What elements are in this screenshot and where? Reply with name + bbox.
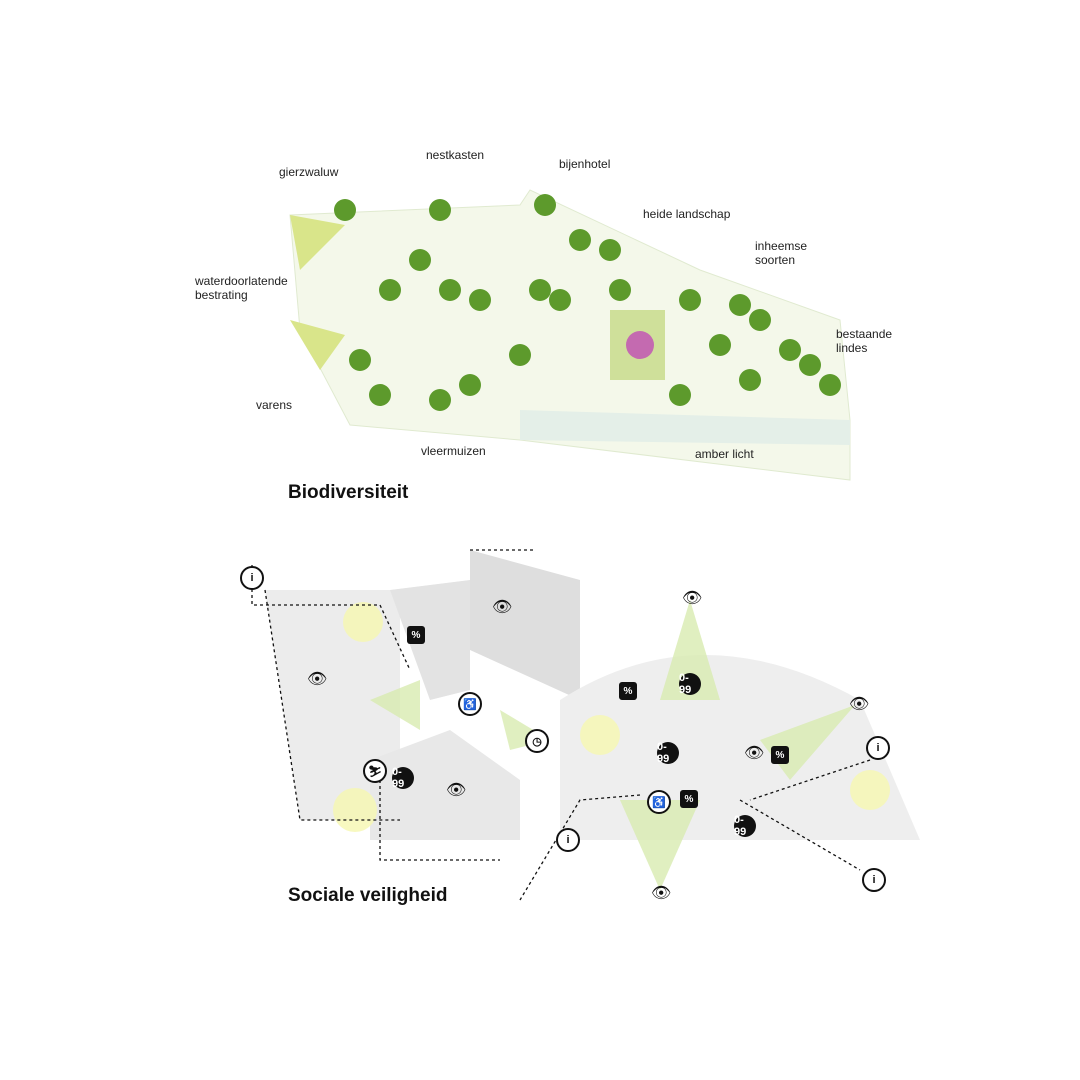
- percent-icon: %: [619, 682, 637, 700]
- tree: [379, 279, 401, 301]
- tree: [569, 229, 591, 251]
- label-waterdoorlatende-bestrating: waterdoorlatende bestrating: [195, 274, 288, 302]
- info-icon: i: [866, 736, 890, 760]
- label-gierzwaluw: gierzwaluw: [279, 165, 339, 179]
- tree: [439, 279, 461, 301]
- trees: [334, 194, 841, 411]
- info-icon: i: [862, 868, 886, 892]
- tree: [529, 279, 551, 301]
- tree: [729, 294, 751, 316]
- escalator-icon: ⛷: [363, 759, 387, 783]
- tree: [409, 249, 431, 271]
- age-0-99-icon: 0-99: [679, 672, 701, 696]
- tree: [549, 289, 571, 311]
- tree: [509, 344, 531, 366]
- tree: [779, 339, 801, 361]
- tree: [334, 199, 356, 221]
- age-0-99-icon: 0-99: [392, 766, 414, 790]
- label-amber-licht: amber licht: [695, 447, 754, 461]
- tree: [669, 384, 691, 406]
- age-0-99-icon: 0-99: [734, 814, 756, 838]
- biodiversity-site: [289, 189, 851, 481]
- percent-icon: %: [680, 790, 698, 808]
- tree: [429, 199, 451, 221]
- tree: [369, 384, 391, 406]
- eye-icon: 👁: [651, 885, 672, 902]
- social-safety-site: [251, 549, 920, 901]
- tree: [819, 374, 841, 396]
- tree: [709, 334, 731, 356]
- percent-icon: %: [771, 746, 789, 764]
- tree: [609, 279, 631, 301]
- percent-icon: %: [407, 626, 425, 644]
- tree: [429, 389, 451, 411]
- eye-icon: 👁: [307, 671, 328, 688]
- clock-icon: ◷: [525, 729, 549, 753]
- label-heide-landschap: heide landschap: [643, 207, 731, 221]
- eye-icon: 👁: [744, 745, 765, 762]
- tree: [799, 354, 821, 376]
- eye-icon: 👁: [492, 599, 513, 616]
- tree: [349, 349, 371, 371]
- tree: [679, 289, 701, 311]
- tree: [749, 309, 771, 331]
- label-vleermuizen: vleermuizen: [421, 444, 486, 458]
- eye-icon: 👁: [849, 696, 870, 713]
- wheelchair-icon: ♿: [647, 790, 671, 814]
- tree: [469, 289, 491, 311]
- eye-icon: 👁: [682, 590, 703, 607]
- label-bestaande-lindes: bestaande lindes: [836, 327, 893, 355]
- info-icon: i: [240, 566, 264, 590]
- label-bijenhotel: bijenhotel: [559, 157, 611, 171]
- age-0-99-icon: 0-99: [657, 741, 679, 765]
- eye-icon: 👁: [446, 782, 467, 799]
- label-inheemse-soorten: inheemse soorten: [755, 239, 808, 267]
- label-nestkasten: nestkasten: [426, 148, 485, 162]
- wheelchair-icon: ♿: [458, 692, 482, 716]
- tree: [534, 194, 556, 216]
- title-sociale-veiligheid: Sociale veiligheid: [288, 885, 448, 906]
- tree: [599, 239, 621, 261]
- title-biodiversiteit: Biodiversiteit: [288, 482, 409, 503]
- info-icon: i: [556, 828, 580, 852]
- label-varens: varens: [256, 398, 293, 412]
- tree: [459, 374, 481, 396]
- tree: [739, 369, 761, 391]
